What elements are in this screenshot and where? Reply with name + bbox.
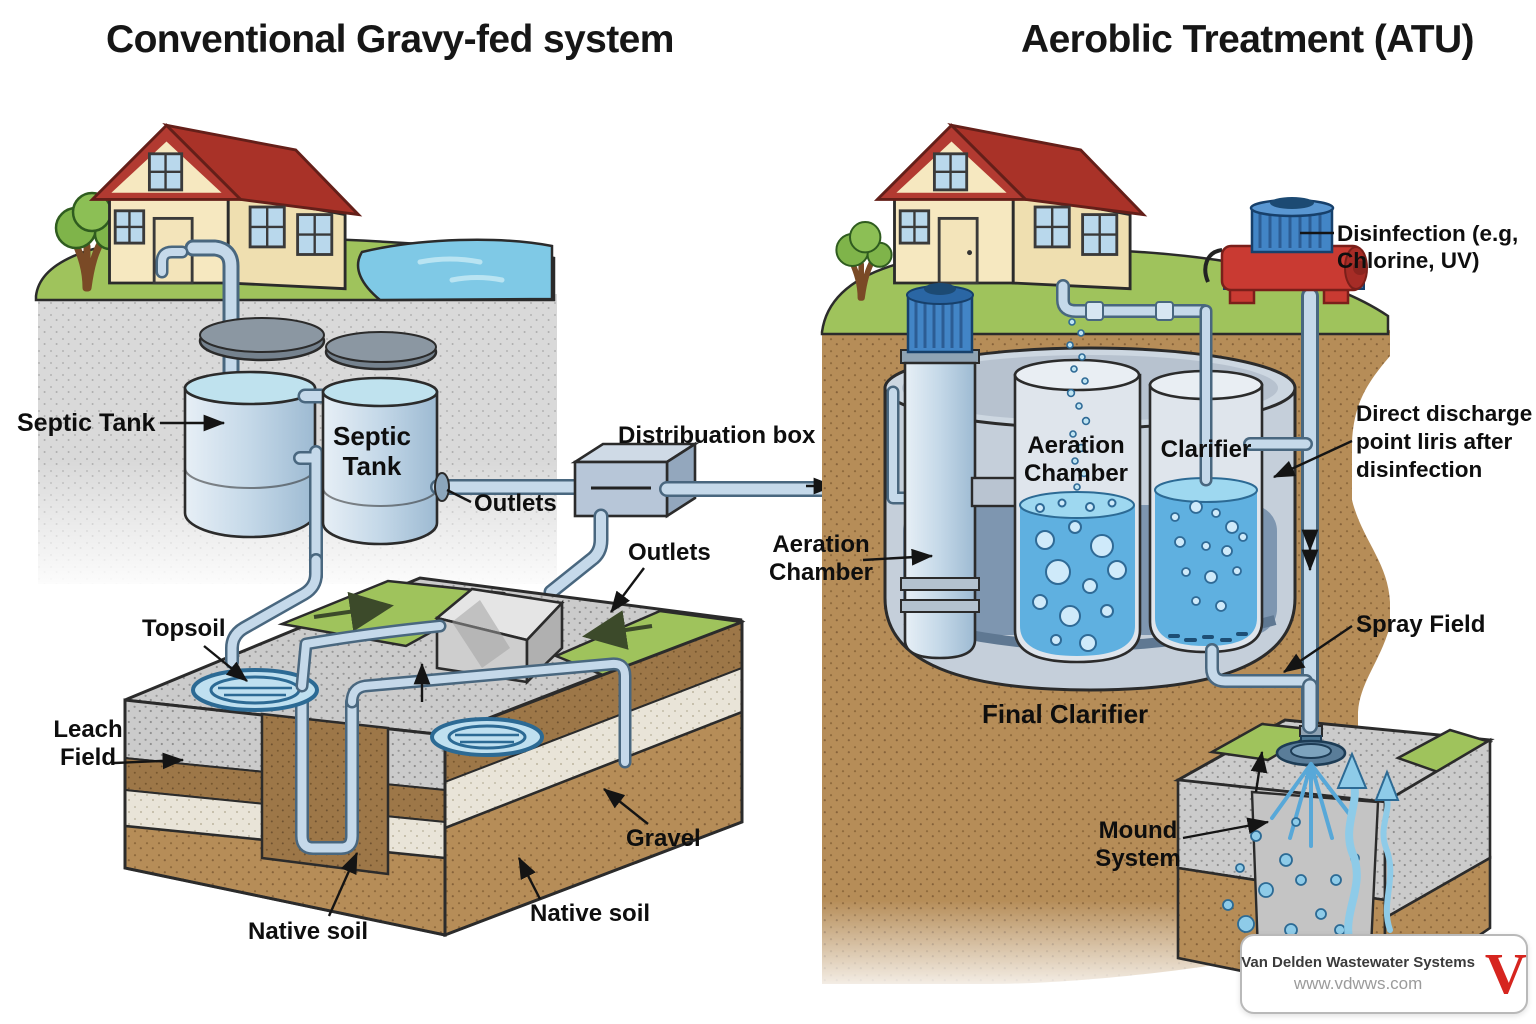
aeration-pump-icon — [886, 283, 1020, 660]
topsoil-label: Topsoil — [142, 615, 226, 642]
branding-box: Van Delden Wastewater Systems www.vdwws.… — [1240, 934, 1528, 1014]
leach-field-block — [123, 553, 746, 938]
concrete-box-icon — [434, 587, 565, 686]
mound-system-label: Mound System — [1095, 817, 1181, 872]
outlets-lower-label: Outlets — [628, 539, 711, 566]
branding-company: Van Delden Wastewater Systems — [1241, 954, 1475, 971]
clarifier-icon — [1148, 369, 1264, 654]
left-scene — [34, 123, 888, 938]
native-soil-right-label: Native soil — [530, 900, 651, 927]
aeration-chamber-tank-label: Aeration Chamber — [1023, 432, 1129, 487]
leach-field-label: Leach Field — [53, 716, 123, 771]
house-right-icon — [875, 123, 1145, 291]
septic-tank-inner-label: Septic Tank — [332, 421, 412, 481]
drip-bubbles-icon — [1066, 318, 1091, 491]
outlet-flange-icon — [434, 472, 450, 502]
pond-icon — [356, 238, 554, 302]
pipe-coupling-icon — [1155, 301, 1174, 321]
distribution-box-icon — [570, 441, 700, 519]
flow-arrow-icon — [582, 610, 653, 650]
flow-arrow-icon — [313, 591, 394, 632]
leader-lines — [113, 231, 1353, 917]
pipe-coupling-icon — [1085, 301, 1104, 321]
septic-tank-callout-label: Septic Tank — [17, 409, 156, 437]
branding-website: www.vdwws.com — [1293, 973, 1423, 993]
title-right: Aeroblic Treatment (ATU) — [1021, 18, 1475, 61]
up-flow-arrow-icon — [1380, 791, 1394, 933]
final-clarifier-label: Final Clarifier — [982, 699, 1149, 729]
right-scene — [820, 123, 1495, 1003]
clarifier-tank-label: Clarifier — [1160, 436, 1252, 463]
native-soil-left-label: Native soil — [248, 918, 369, 945]
septic-tank-lids-icon — [198, 317, 438, 371]
spray-field-label: Spray Field — [1356, 611, 1486, 638]
disinfection-label: Disinfection (e.g, Chlorine, UV) — [1337, 221, 1519, 274]
outlets-upper-label: Outlets — [474, 490, 557, 517]
mound-system-icon — [1173, 678, 1495, 1003]
septic-tank-2-icon — [321, 376, 439, 546]
gravel-label: Gravel — [626, 825, 701, 852]
up-flow-arrow-icon — [1344, 774, 1361, 952]
leach-pipe-ring-icon — [430, 717, 544, 757]
disinfection-unit-icon — [1203, 197, 1368, 305]
aeration-chamber-callout-label: Aeration Chamber — [768, 531, 874, 586]
spray-lines-icon — [1270, 762, 1352, 848]
title-left: Conventional Gravy-fed system — [106, 18, 674, 61]
branding-logo-v: V — [1484, 940, 1527, 1006]
up-arrow-icon — [1250, 750, 1268, 793]
direct-discharge-label: Direct discharge point liris after disin… — [1356, 401, 1533, 483]
distribution-box-label: Distribuation box — [618, 422, 816, 449]
aeration-chamber-icon — [1013, 358, 1142, 664]
